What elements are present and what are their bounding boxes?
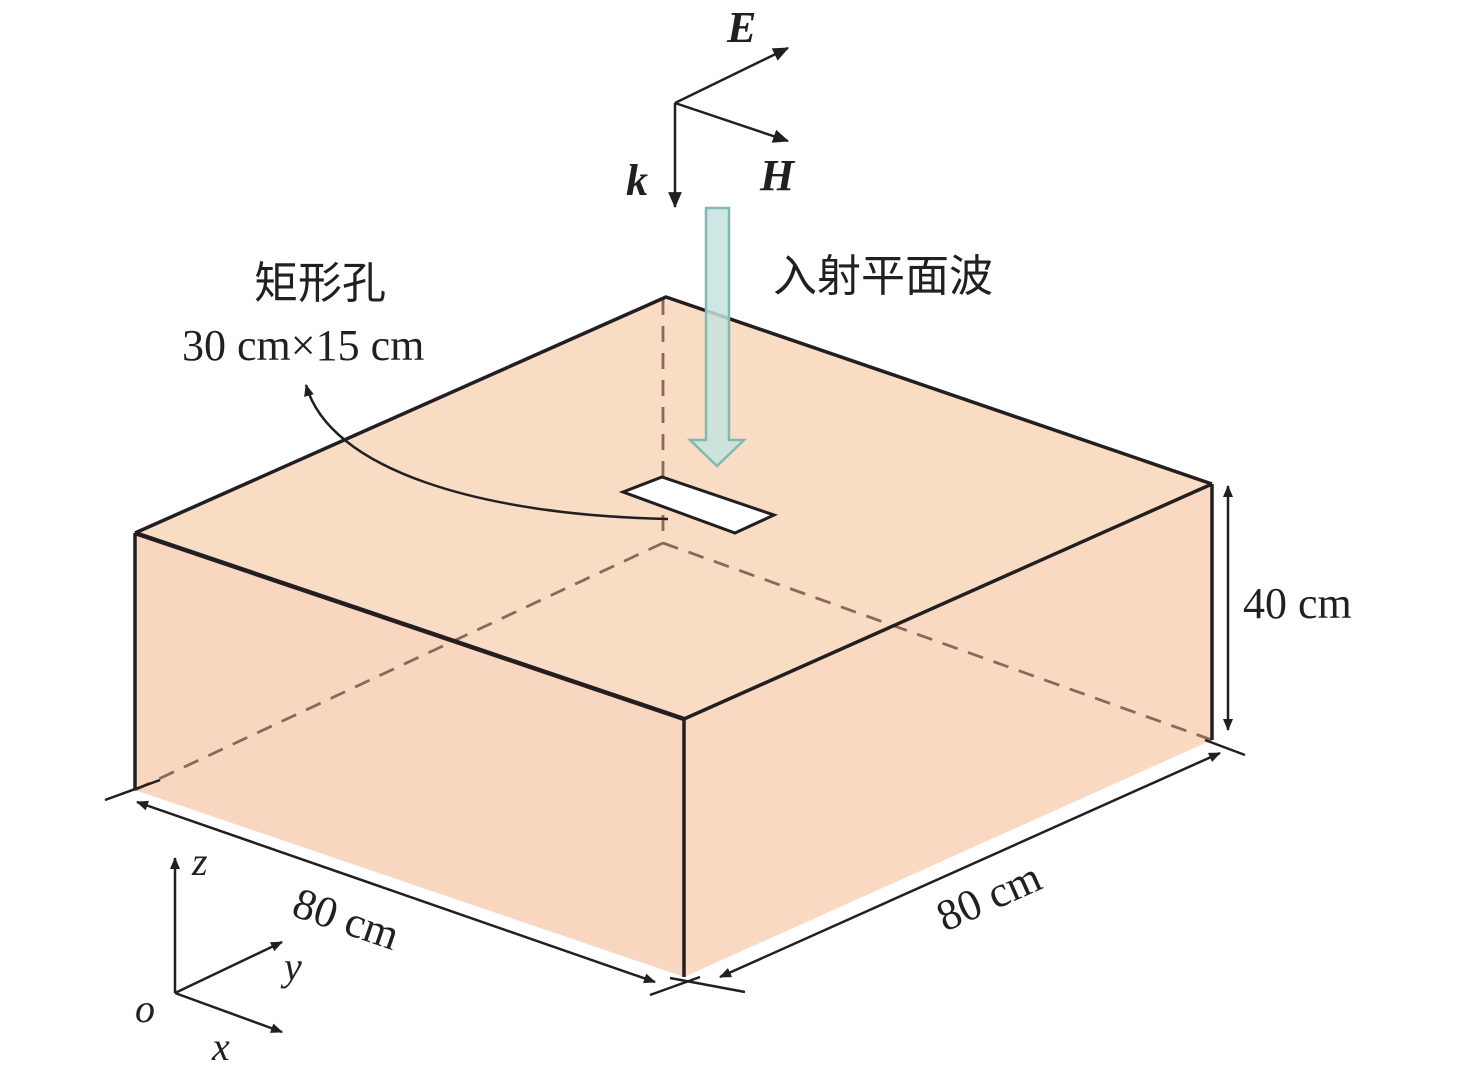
hole-size: 30 cm×15 cm	[182, 321, 424, 370]
y-axis-label: y	[280, 944, 302, 989]
field-vectors: E H k	[626, 3, 796, 209]
incident-wave-arrow	[686, 206, 748, 468]
z-axis-label: z	[191, 839, 208, 884]
height-dimension: 40 cm	[1223, 485, 1352, 731]
left-tick-start	[104, 778, 161, 802]
left-dimension-line	[136, 800, 656, 984]
x-axis-label: x	[211, 1024, 230, 1069]
y-axis-arrow	[174, 940, 283, 995]
h-vector-label: H	[759, 151, 796, 200]
height-label: 40 cm	[1243, 579, 1352, 628]
e-vector-label: E	[726, 3, 756, 52]
origin-label: o	[135, 986, 155, 1031]
front-top-edge-right	[683, 482, 1213, 721]
right-tick-end	[1204, 738, 1246, 757]
coordinate-axes: z y x o	[135, 839, 302, 1069]
right-length-label: 80 cm	[929, 852, 1048, 941]
visible-edges	[133, 295, 1214, 977]
right-dimension-line	[719, 751, 1221, 979]
right-tick-start	[669, 976, 746, 994]
top-outline	[134, 295, 1213, 535]
wave-label: 入射平面波	[773, 252, 993, 301]
e-vector-arrow	[674, 46, 790, 105]
hole-leader-curve	[304, 384, 669, 521]
front-top-edge-left	[134, 530, 685, 722]
rectangular-hole	[618, 475, 779, 535]
left-tick-end	[649, 975, 701, 997]
h-vector-arrow	[674, 101, 790, 143]
hidden-edge-back-right	[662, 541, 1213, 742]
hole-title: 矩形孔	[254, 259, 386, 308]
x-axis-arrow	[174, 991, 283, 1034]
k-vector-label: k	[626, 156, 648, 205]
